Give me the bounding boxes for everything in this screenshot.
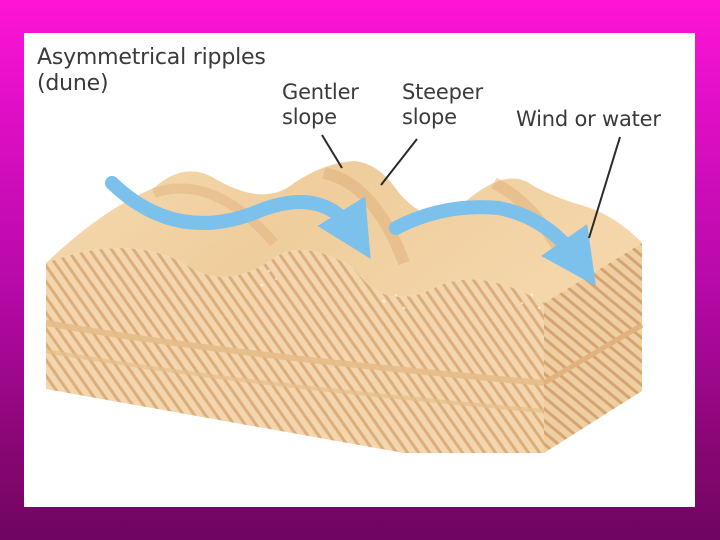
diagram-title: Asymmetrical ripples (dune) — [37, 45, 266, 97]
steeper-slope-pointer — [381, 139, 417, 185]
steeper-slope-label: Steeper slope — [402, 80, 483, 130]
diagram-panel: Asymmetrical ripples (dune) Gentler slop… — [24, 33, 695, 507]
ripple-block-illustration — [24, 33, 695, 507]
wind-or-water-label: Wind or water — [516, 107, 661, 132]
gentler-slope-label: Gentler slope — [282, 80, 359, 130]
gentler-slope-pointer — [322, 135, 342, 168]
